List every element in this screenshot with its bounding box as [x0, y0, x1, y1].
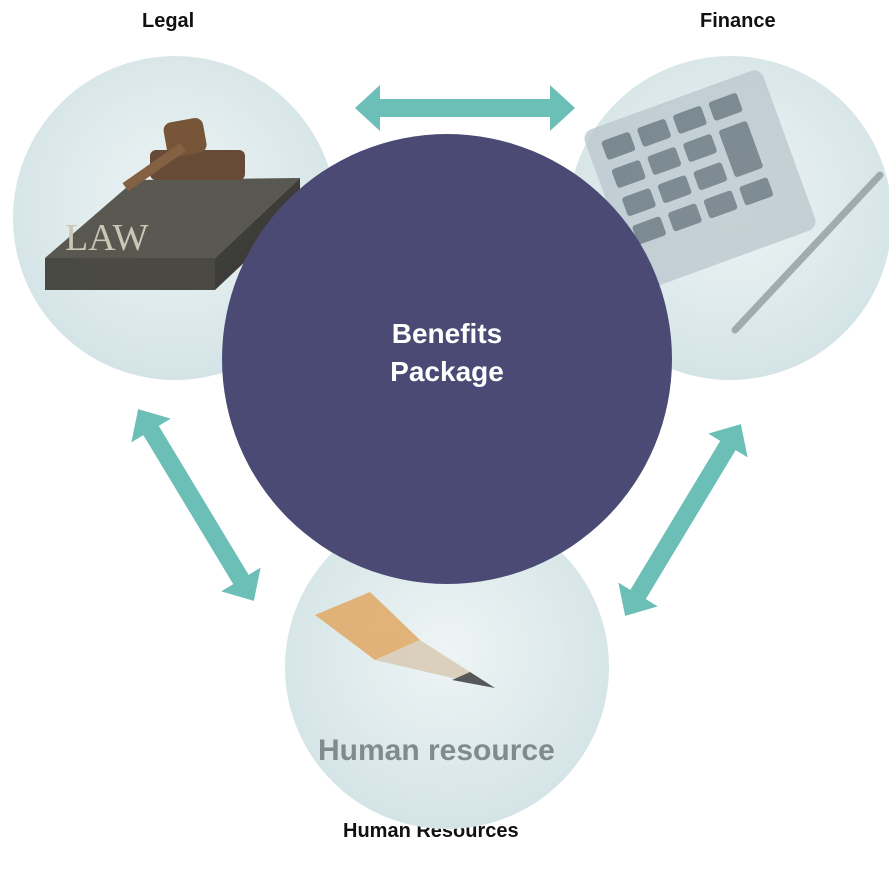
- human-resources-node: Human resource: [285, 505, 609, 829]
- gavel-book-icon: LAW: [45, 118, 300, 290]
- law-book-text: LAW: [65, 217, 149, 259]
- arrow-finance-hr: [618, 424, 748, 616]
- arrow-legal-finance: [355, 85, 575, 131]
- center-title-line1: Benefits: [391, 318, 503, 349]
- center-title-line2: Package: [390, 356, 504, 387]
- finance-label: Finance: [700, 10, 776, 32]
- pencil-icon: [315, 592, 495, 688]
- center-title: Benefits Package: [225, 315, 669, 391]
- hr-image-text: Human resource: [318, 734, 555, 767]
- arrow-legal-hr: [131, 409, 261, 601]
- finance-node: [568, 56, 889, 380]
- legal-label: Legal: [142, 10, 195, 32]
- benefits-package-circle: [222, 134, 672, 584]
- calculator-icon: [584, 70, 884, 334]
